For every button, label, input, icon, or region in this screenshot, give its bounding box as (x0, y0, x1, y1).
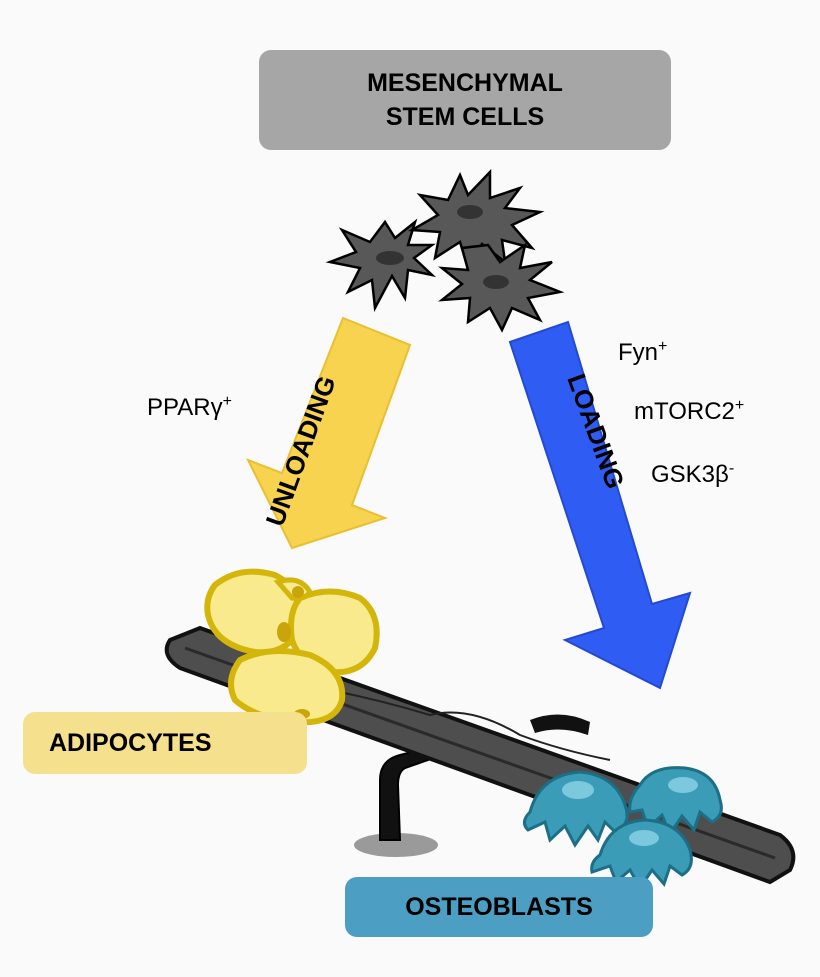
osteoblasts-box: OSTEOBLASTS (345, 877, 653, 937)
osteoblast-cluster (523, 766, 723, 891)
msc-label-line2: STEM CELLS (385, 103, 545, 131)
osteoblast-2 (628, 766, 723, 838)
osteoblasts-label: OSTEOBLASTS (405, 892, 593, 921)
marker-fyn-name: Fyn (618, 339, 659, 366)
osteoblast-2-highlight (668, 777, 698, 793)
stem-cell-2-nucleus (457, 205, 483, 219)
adipocyte-3 (228, 648, 346, 726)
osteoblast-3-highlight (629, 830, 659, 846)
osteoblast-3 (590, 818, 693, 891)
seesaw-stand-right (530, 714, 590, 735)
unloading-arrow: UNLOADING (245, 316, 412, 550)
marker-fyn-sign: + (658, 338, 668, 355)
loading-arrow-shape (508, 320, 692, 690)
adipocyte-cluster (204, 568, 380, 726)
adipocyte-nucleus-2 (277, 622, 291, 642)
loading-arrow: LOADING (508, 320, 692, 690)
stem-cell-1 (325, 218, 437, 313)
marker-gsk3b: GSK3β- (651, 460, 734, 489)
marker-pparg: PPARγ+ (147, 393, 232, 422)
marker-gsk3b-sign: - (728, 460, 735, 477)
unloading-arrow-shape (245, 316, 412, 550)
marker-pparg-sign: + (222, 393, 232, 410)
adipocytes-box: ADIPOCYTES (23, 712, 307, 774)
adipocyte-2 (288, 588, 380, 676)
msc-label-line1: MESENCHYMAL (367, 69, 563, 97)
marker-fyn: Fyn+ (618, 338, 667, 367)
osteoblast-1-highlight (562, 781, 594, 799)
mesenchymal-stem-cells-box: MESENCHYMAL STEM CELLS (259, 50, 671, 150)
marker-mtorc2-sign: + (734, 397, 745, 414)
adipocyte-nucleus-1 (292, 586, 304, 598)
seesaw-stand (379, 748, 430, 841)
seesaw-grain-2 (329, 689, 611, 761)
marker-pparg-name: PPARγ (147, 394, 223, 421)
stem-cell-1-nucleus (376, 251, 404, 265)
adipocytes-label: ADIPOCYTES (49, 728, 212, 757)
seesaw-base-shadow (354, 833, 438, 857)
stem-cell-cluster (325, 168, 565, 333)
marker-mtorc2-name: mTORC2 (634, 398, 735, 425)
marker-gsk3b-name: GSK3β (651, 461, 729, 488)
stem-cell-3-nucleus (483, 275, 509, 289)
marker-mtorc2: mTORC2+ (634, 397, 744, 426)
osteoblast-1 (523, 770, 629, 848)
